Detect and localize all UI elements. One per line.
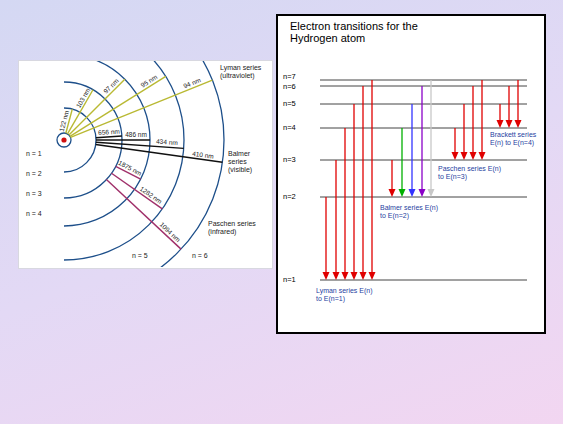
energy-level-line — [320, 86, 527, 87]
orbit-circle — [57, 133, 71, 147]
orbit-drawing — [57, 61, 224, 267]
orbit-number: n = 2 — [26, 170, 42, 178]
lyman-line — [70, 76, 166, 136]
energy-level-line — [320, 128, 527, 129]
arrow-head — [369, 272, 376, 280]
diagram-title: Electron transitions for the Hydrogen at… — [290, 20, 460, 45]
transition-arrow — [517, 80, 518, 121]
arrow-head — [389, 189, 396, 197]
arrow-head — [409, 189, 416, 197]
series-label: Balmer series E(n) to E(n=2) — [380, 204, 442, 220]
arrow-head — [470, 152, 477, 160]
orbit-arc — [64, 108, 96, 172]
level-label: n=7 — [283, 73, 296, 81]
transition-arrow — [411, 104, 412, 190]
series-label: Lyman series (ultraviolet) — [220, 64, 270, 80]
arrow-head — [428, 189, 435, 197]
transition-arrow — [371, 80, 372, 273]
arrow-head — [461, 152, 468, 160]
level-drawing — [320, 80, 527, 280]
arrow-head — [342, 272, 349, 280]
orbit-arc — [64, 61, 184, 260]
transition-arrow — [454, 128, 455, 153]
transition-arrow — [353, 104, 354, 273]
orbit-number: n = 6 — [192, 252, 208, 260]
paschen-line — [106, 180, 181, 250]
arrow-head — [515, 120, 522, 128]
balmer-line — [96, 139, 150, 140]
nucleus-dot — [61, 137, 66, 142]
transition-arrow — [499, 104, 500, 121]
arrow-head — [506, 120, 513, 128]
arrow-head — [360, 272, 367, 280]
level-label: n=1 — [283, 276, 296, 284]
arrow-head — [419, 189, 426, 197]
energy-level-panel — [276, 14, 546, 334]
arrow-head — [497, 120, 504, 128]
orbit-number: n = 1 — [26, 150, 42, 158]
arrow-head — [323, 272, 330, 280]
lyman-line — [70, 80, 212, 137]
wavelength-label: 656 nm — [97, 127, 119, 136]
energy-level-line — [320, 104, 527, 105]
transition-arrow — [508, 86, 509, 121]
level-label: n=3 — [283, 156, 296, 164]
series-label: Brackett series E(n) to E(n=4) — [490, 131, 540, 147]
transition-arrow — [421, 86, 422, 190]
balmer-line — [96, 144, 223, 162]
arrow-head — [452, 152, 459, 160]
orbit-number: n = 4 — [26, 210, 42, 218]
transition-arrow — [481, 80, 482, 153]
energy-level-line — [320, 80, 527, 81]
level-label: n=6 — [283, 83, 296, 91]
transition-arrow — [325, 197, 326, 273]
level-label: n=5 — [283, 100, 296, 108]
energy-level-line — [320, 280, 527, 281]
level-label: n=2 — [283, 193, 296, 201]
transition-arrow — [430, 80, 431, 190]
arrow-head — [333, 272, 340, 280]
transition-arrow — [391, 160, 392, 190]
transition-arrow — [463, 104, 464, 153]
transition-arrow — [472, 86, 473, 153]
series-label: Lyman series E(n) to E(n=1) — [316, 287, 378, 303]
wavelength-label: 486 nm — [125, 131, 147, 138]
energy-level-line — [320, 197, 527, 198]
orbit-number: n = 5 — [132, 252, 148, 260]
energy-level-line — [320, 160, 527, 161]
transition-arrow — [344, 128, 345, 273]
balmer-line — [96, 136, 122, 138]
series-label: Paschen series E(n) to E(n=3) — [438, 165, 504, 181]
arrow-head — [399, 189, 406, 197]
arrow-head — [351, 272, 358, 280]
orbit-number: n = 3 — [26, 190, 42, 198]
series-label: Balmer series (visible) — [228, 150, 270, 173]
level-label: n=4 — [283, 124, 296, 132]
transition-arrow — [362, 86, 363, 273]
transition-arrow — [401, 128, 402, 190]
orbit-arc — [64, 61, 224, 267]
transition-arrow — [335, 160, 336, 273]
series-label: Paschen series (infrared) — [208, 220, 260, 236]
arrow-head — [479, 152, 486, 160]
